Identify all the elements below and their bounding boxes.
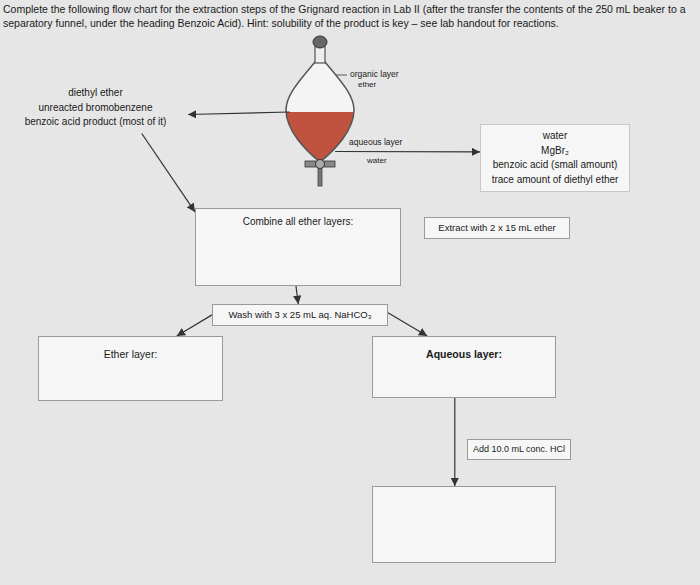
combine-box: Combine all ether layers:: [195, 208, 401, 286]
funnel-label: water: [366, 156, 388, 165]
organic-layer-contents: diethyl etherunreacted bromobenzenebenzo…: [3, 86, 188, 134]
answer-box: [372, 486, 556, 563]
node-text: trace amount of diethyl ether: [481, 173, 629, 188]
funnel-label: organic layer: [349, 69, 400, 79]
flow-arrow: [177, 315, 212, 336]
funnel-label: ether: [357, 80, 377, 89]
node-text: Wash with 3 x 25 mL aq. NaHCO₃: [213, 308, 387, 322]
instruction-heading: Complete the following flow chart for th…: [3, 2, 693, 30]
node-text: Extract with 2 x 15 mL ether: [425, 221, 569, 235]
flow-arrow: [188, 112, 290, 115]
aqueous-layer-contents: waterMgBr₂benzoic acid (small amount)tra…: [480, 124, 630, 192]
node-text: diethyl ether: [3, 86, 188, 101]
node-text: MgBr₂: [481, 144, 629, 159]
step-box: Wash with 3 x 25 mL aq. NaHCO₃: [212, 304, 388, 326]
node-text: Ether layer:: [39, 347, 222, 362]
node-text: unreacted bromobenzene: [3, 101, 188, 116]
result-box: Aqueous layer:: [372, 336, 556, 398]
edge-label: aqueous layer: [348, 137, 403, 147]
separatory-funnel: [284, 36, 356, 188]
node-text: Combine all ether layers:: [196, 215, 400, 230]
node-text: Aqueous layer:: [373, 347, 555, 362]
flow-arrow: [296, 286, 298, 304]
node-text: benzoic acid (small amount): [481, 158, 629, 173]
step-box: Extract with 2 x 15 mL ether: [424, 217, 570, 239]
node-text: benzoic acid product (most of it): [3, 115, 188, 130]
flow-arrow: [142, 134, 195, 212]
flow-arrow: [388, 313, 427, 336]
step-box: Add 10.0 mL conc. HCl: [467, 439, 570, 460]
flow-arrow: [335, 151, 480, 153]
node-text: water: [481, 129, 629, 144]
node-text: Add 10.0 mL conc. HCl: [468, 443, 569, 456]
result-box: Ether layer:: [38, 336, 223, 401]
flow-arrow: [454, 398, 455, 486]
